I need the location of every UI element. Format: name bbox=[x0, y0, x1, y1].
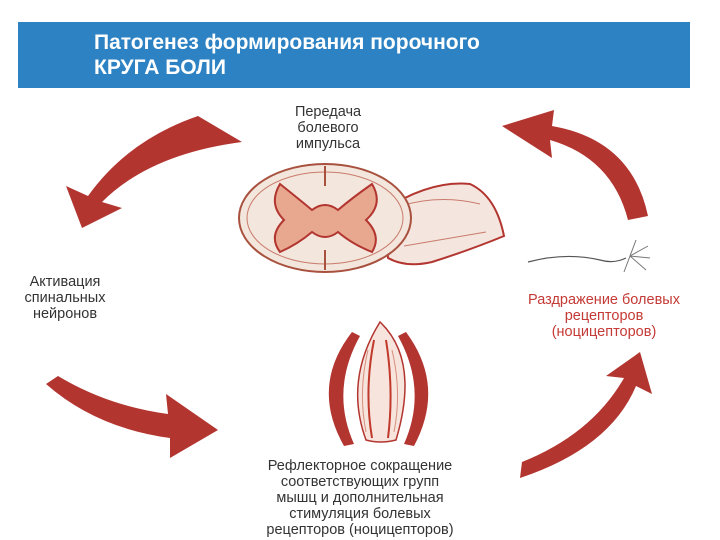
spinal-cord-illustration bbox=[239, 164, 504, 272]
irritation-line-2: рецепторов bbox=[498, 308, 710, 324]
label-receptor-irritation: Раздражение болевых рецепторов (ноцицепт… bbox=[498, 292, 710, 340]
arrow-top-right bbox=[502, 110, 648, 220]
activation-line-2: спинальных bbox=[10, 290, 120, 306]
activation-line-1: Активация bbox=[10, 274, 120, 290]
transmission-line-3: импульса bbox=[278, 136, 378, 152]
arrow-bottom-left bbox=[46, 376, 218, 458]
contraction-line-3: мышц и дополнительная bbox=[222, 490, 498, 506]
contraction-line-5: рецепторов (ноцицепторов) bbox=[222, 522, 498, 538]
transmission-line-2: болевого bbox=[278, 120, 378, 136]
label-pain-impulse-transmission: Передача болевого импульса bbox=[278, 104, 378, 152]
contraction-line-1: Рефлекторное сокращение bbox=[222, 458, 498, 474]
spark-icon bbox=[624, 240, 650, 272]
irritation-line-3: (ноцицепторов) bbox=[498, 324, 710, 340]
contraction-line-4: стимуляция болевых bbox=[222, 506, 498, 522]
contraction-line-2: соответствующих групп bbox=[222, 474, 498, 490]
transmission-line-1: Передача bbox=[278, 104, 378, 120]
activation-line-3: нейронов bbox=[10, 306, 120, 322]
arrow-top-left bbox=[66, 116, 242, 228]
nociceptor-illustration bbox=[528, 240, 650, 272]
arrow-bottom-right bbox=[520, 352, 652, 478]
irritation-line-1: Раздражение болевых bbox=[498, 292, 710, 308]
label-reflex-contraction: Рефлекторное сокращение соответствующих … bbox=[222, 458, 498, 538]
label-spinal-neuron-activation: Активация спинальных нейронов bbox=[10, 274, 120, 322]
muscle-illustration bbox=[329, 322, 428, 446]
